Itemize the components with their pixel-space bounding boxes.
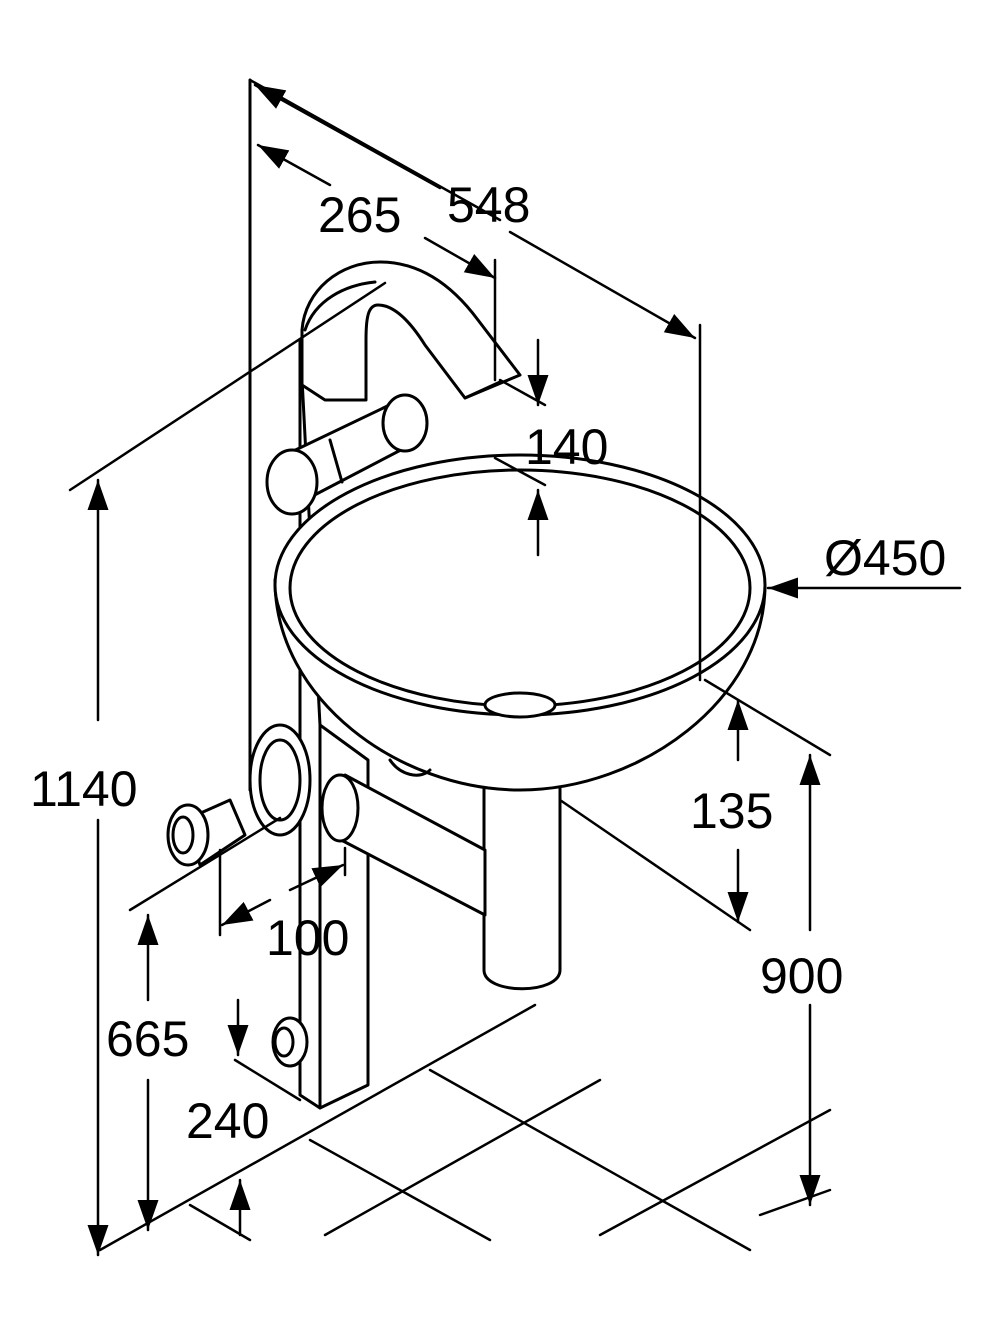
dimension-lines	[68, 78, 962, 1257]
tap-handles	[265, 393, 429, 516]
dim-900-label: 900	[760, 948, 843, 1004]
dim-265-label: 265	[318, 187, 401, 243]
dim-135-label: 135	[690, 783, 773, 839]
dim-1140-label: 1140	[30, 761, 138, 817]
dim-450-label: Ø450	[824, 530, 946, 586]
dim-140-label: 140	[525, 419, 608, 475]
floor-grid	[98, 1003, 832, 1252]
faucet	[300, 260, 522, 402]
dim-100-label: 100	[266, 910, 349, 966]
wall-bracket	[298, 338, 370, 1110]
side-fixing-knob	[166, 798, 247, 867]
lower-wall-fixing	[271, 1016, 309, 1068]
dim-240-label: 240	[186, 1093, 269, 1149]
waste-pipe	[482, 758, 562, 991]
dim-548-label: 548	[447, 177, 530, 233]
basin-bowl	[273, 453, 767, 792]
support-bar	[320, 773, 487, 917]
dim-665-label: 665	[106, 1011, 189, 1067]
dimension-labels: 548 265 140 Ø450 1140 135 900 100 665 24…	[30, 177, 946, 1149]
side-wall-rosette	[248, 723, 312, 837]
